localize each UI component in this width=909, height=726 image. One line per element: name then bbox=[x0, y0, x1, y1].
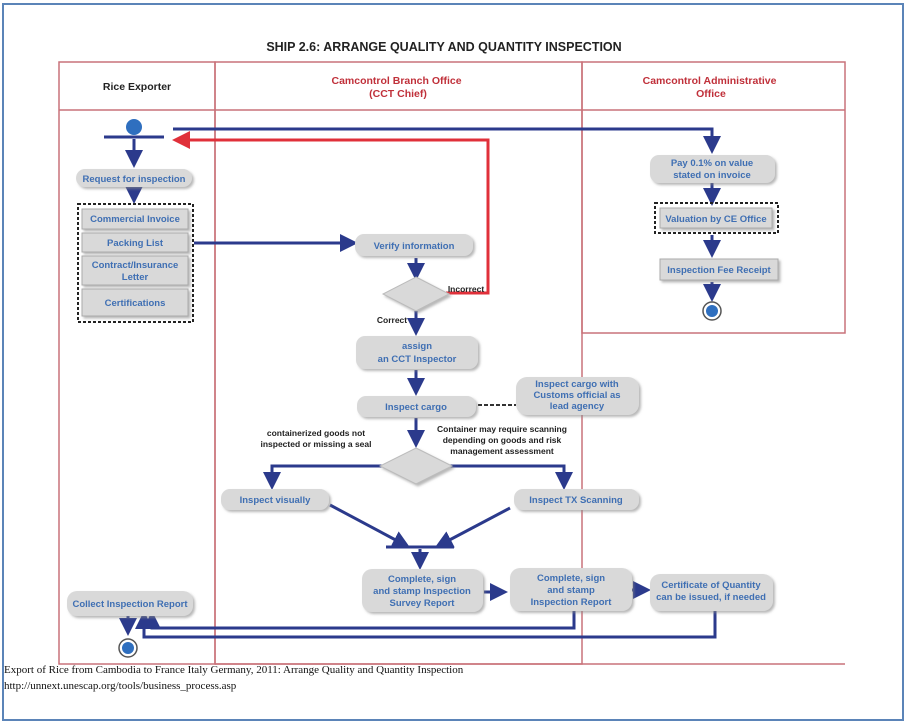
end-node-admin bbox=[702, 301, 722, 321]
lane-title-rice-exporter: Rice Exporter bbox=[103, 81, 171, 93]
text-fee-receipt: Inspection Fee Receipt bbox=[667, 265, 771, 276]
node-inspection-report bbox=[510, 568, 632, 611]
node-contract-insurance bbox=[81, 255, 189, 286]
text-commercial-invoice: Commercial Invoice bbox=[90, 214, 180, 225]
arrow-decision-to-visual bbox=[263, 464, 386, 490]
node-pay-fee bbox=[650, 155, 775, 183]
outer-frame bbox=[2, 3, 904, 721]
flow-lines bbox=[104, 127, 721, 639]
lane-title-admin-office: Camcontrol Administrative Office bbox=[643, 75, 780, 100]
arrow-start-to-pay bbox=[173, 127, 721, 154]
lane-title-branch-office: Camcontrol Branch Office (CCT Chief) bbox=[331, 75, 464, 100]
node-inspect-visually bbox=[221, 489, 329, 510]
text-request: Request for inspection bbox=[83, 174, 186, 185]
node-survey-report bbox=[362, 569, 483, 612]
node-request-inspection bbox=[76, 169, 192, 187]
node-verify-information bbox=[355, 234, 473, 256]
decision-verify bbox=[381, 276, 451, 312]
arrow-decision-to-tx bbox=[446, 464, 573, 490]
node-certifications bbox=[81, 288, 189, 317]
lane-admin-office bbox=[581, 61, 846, 334]
node-commercial-invoice bbox=[81, 208, 189, 230]
label-incorrect: Incorrect bbox=[448, 284, 485, 294]
node-inspect-cargo bbox=[357, 396, 476, 417]
arrow-certificate-to-collect bbox=[135, 610, 717, 639]
document-group bbox=[77, 203, 194, 323]
caption-title: Export of Rice from Cambodia to France I… bbox=[4, 664, 464, 676]
node-fee-receipt bbox=[659, 258, 779, 281]
valuation-group bbox=[654, 202, 779, 234]
text-packing-list: Packing List bbox=[107, 238, 164, 249]
swimlanes bbox=[58, 61, 846, 665]
label-correct: Correct bbox=[377, 315, 407, 325]
text-collect: Collect Inspection Report bbox=[72, 599, 188, 610]
node-valuation bbox=[659, 207, 773, 229]
text-inspect-visually: Inspect visually bbox=[240, 495, 311, 506]
text-inspect-tx: Inspect TX Scanning bbox=[529, 495, 623, 506]
start-node bbox=[126, 119, 142, 135]
end-node-exporter bbox=[118, 638, 138, 658]
arrow-visual-to-join bbox=[329, 503, 411, 548]
node-inspect-tx bbox=[514, 489, 639, 510]
node-collect-report bbox=[67, 591, 193, 616]
arrow-tx-to-join bbox=[434, 506, 511, 548]
diagram-title: SHIP 2.6: ARRANGE QUALITY AND QUANTITY I… bbox=[266, 40, 621, 54]
text-certifications: Certifications bbox=[105, 298, 166, 309]
node-packing-list bbox=[81, 232, 189, 253]
arrow-incorrect-return bbox=[172, 131, 490, 295]
text-valuation: Valuation by CE Office bbox=[665, 214, 766, 225]
decision-scanning bbox=[378, 447, 454, 485]
lane-rice-exporter bbox=[58, 61, 216, 665]
text-verify: Verify information bbox=[374, 241, 455, 252]
node-inspect-customs bbox=[516, 377, 639, 415]
node-assign-inspector bbox=[356, 336, 478, 369]
node-certificate bbox=[650, 574, 773, 611]
text-inspect-cargo: Inspect cargo bbox=[385, 402, 447, 413]
caption-source-link[interactable]: http://unnext.unescap.org/tools/business… bbox=[4, 680, 237, 692]
